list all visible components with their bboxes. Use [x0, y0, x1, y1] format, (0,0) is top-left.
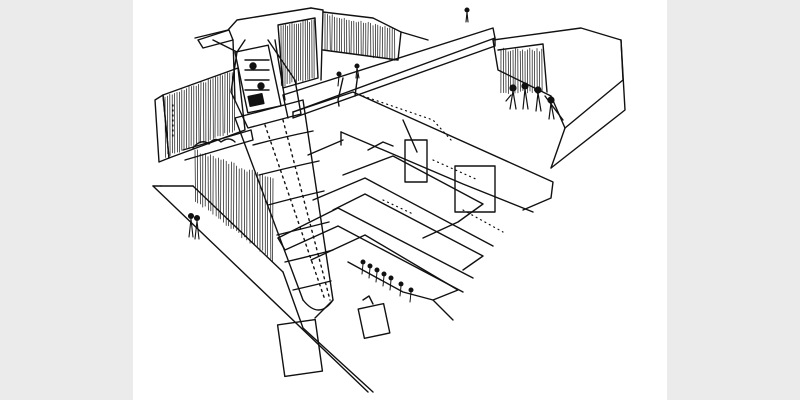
atrium-upper-floor — [293, 92, 553, 238]
dotted-accents — [173, 96, 503, 232]
left-wall-hatching — [195, 150, 273, 261]
atrium-sketch-drawing — [133, 0, 667, 400]
top-right-hatching — [325, 14, 395, 61]
right-balcony-block — [493, 28, 625, 168]
sketch-paper — [133, 0, 667, 400]
top-block-hatching — [281, 20, 314, 87]
